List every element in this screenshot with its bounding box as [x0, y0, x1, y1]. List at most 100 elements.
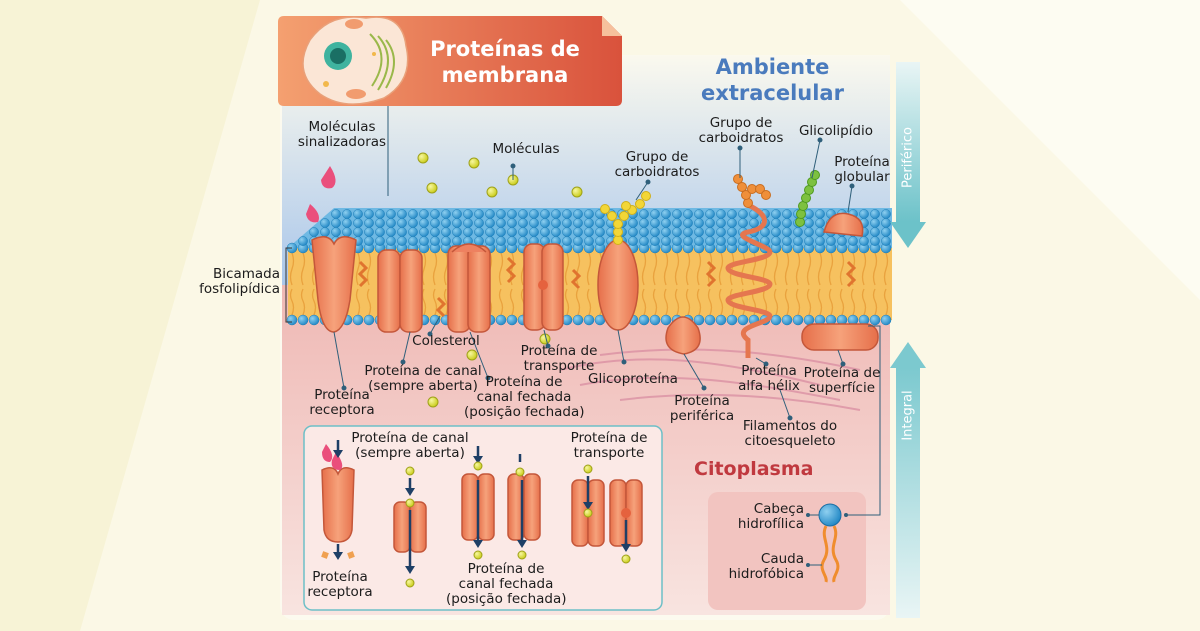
- lipid-tail: [883, 288, 889, 316]
- lipid-tail: [696, 252, 702, 286]
- lipid-tail: [366, 288, 372, 316]
- lipid-tail: [883, 252, 889, 286]
- lipid-head: [375, 227, 385, 237]
- lipid-head: [573, 227, 583, 237]
- label-closed-l1: Proteína de: [485, 374, 563, 390]
- label-signal-molecules: Moléculas sinalizadoras: [296, 120, 388, 150]
- label-transport-l2: transporte: [523, 358, 595, 374]
- title-line1: Proteínas de: [430, 37, 580, 61]
- lipid-head: [297, 314, 309, 326]
- lipid-tail: [300, 252, 306, 286]
- integral-arrow: [890, 342, 926, 618]
- lipid-head: [815, 236, 825, 246]
- lipid-head: [342, 218, 352, 228]
- lipid-head: [749, 218, 759, 228]
- label-signal-molecules-l2: sinalizadoras: [297, 134, 387, 150]
- lipid-head: [716, 209, 726, 219]
- lipid-head: [716, 236, 726, 246]
- lipid-head: [496, 218, 506, 228]
- lipid-tail: [795, 252, 801, 286]
- lipid-head: [331, 209, 341, 219]
- lipid-head: [308, 314, 320, 326]
- lipid-head: [540, 218, 550, 228]
- lipid-head: [309, 227, 319, 237]
- label-closed-l2: canal fechada: [476, 389, 572, 405]
- label-globular-l2: globular: [834, 169, 890, 185]
- label-carb1-l2: carboidratos: [614, 164, 700, 180]
- lipid-tail: [806, 288, 812, 316]
- lipid-tail: [707, 288, 713, 316]
- lipid-tail: [641, 288, 647, 316]
- lipid-head: [672, 227, 682, 237]
- lipid-head: [672, 209, 682, 219]
- lipid-head: [638, 314, 650, 326]
- lipid-head: [815, 227, 825, 237]
- label-bilayer-l1: Bicamada: [213, 266, 280, 282]
- inset-label-open-channel: Proteína de canal (sempre aberta): [350, 431, 470, 461]
- lipid-head: [419, 209, 429, 219]
- label-molecules: Moléculas: [492, 141, 560, 157]
- lipid-head: [881, 218, 891, 228]
- title-banner: [278, 16, 622, 106]
- inset-open-l1: Proteína de canal: [351, 430, 469, 446]
- lipid-head: [419, 218, 429, 228]
- lipid-tail: [663, 288, 669, 316]
- lipid-head: [352, 314, 364, 326]
- label-surface-l2: superfície: [809, 380, 875, 396]
- closed-channel-protein: [447, 243, 491, 333]
- lipid-tail: [443, 288, 449, 316]
- lipid-head: [727, 236, 737, 246]
- lipid-head: [485, 236, 495, 246]
- lipid-head: [551, 218, 561, 228]
- lipid-head: [683, 236, 693, 246]
- lipid-tail: [311, 288, 317, 316]
- label-receptor-protein: Proteína receptora: [306, 388, 378, 418]
- extracellular-line2: extracelular: [701, 81, 844, 105]
- lipid-head: [485, 227, 495, 237]
- lipid-head: [331, 218, 341, 228]
- peripheral-arrow: [890, 62, 926, 248]
- lipid-tail: [575, 288, 581, 316]
- lipid-head: [429, 314, 441, 326]
- legend-head-l1: Cabeça: [753, 501, 804, 517]
- lipid-tail: [839, 288, 845, 316]
- lipid-head: [507, 218, 517, 228]
- carbohydrate-chain-1: [600, 191, 651, 245]
- lipid-tail: [872, 252, 878, 286]
- peripheral-label: Periférico: [900, 127, 916, 188]
- lipid-head: [551, 227, 561, 237]
- lipid-head: [870, 227, 880, 237]
- label-carb-group-1: Grupo de carboidratos: [612, 150, 702, 180]
- lipid-tail: [806, 252, 812, 286]
- lipid-head: [650, 218, 660, 228]
- lipid-head: [507, 236, 517, 246]
- lipid-head: [771, 236, 781, 246]
- background-band-right: [900, 0, 1200, 300]
- free-molecules: [417, 152, 583, 408]
- lipid-head: [452, 236, 462, 246]
- page-title: Proteínas de membrana: [405, 36, 605, 88]
- lipid-head: [386, 227, 396, 237]
- lipid-head: [870, 236, 880, 246]
- lipid-tail: [674, 252, 680, 286]
- label-cholesterol: Colesterol: [412, 333, 480, 349]
- glycoprotein: [597, 239, 639, 331]
- label-open-channel-l1: Proteína de canal: [364, 363, 482, 379]
- lipid-tail: [718, 288, 724, 316]
- lipid-head: [727, 218, 737, 228]
- lipid-head: [474, 218, 484, 228]
- lipid-head: [628, 227, 638, 237]
- lipid-head: [649, 314, 661, 326]
- lipid-head: [463, 218, 473, 228]
- lipid-head: [364, 227, 374, 237]
- lipid-head: [452, 227, 462, 237]
- label-cytoskeleton: Filamentos do citoesqueleto: [740, 419, 840, 449]
- lipid-head: [507, 227, 517, 237]
- lipid-head: [870, 218, 880, 228]
- lipid-head: [430, 236, 440, 246]
- lipid-head: [837, 236, 847, 246]
- lipid-tail: [773, 288, 779, 316]
- lipid-head: [518, 227, 528, 237]
